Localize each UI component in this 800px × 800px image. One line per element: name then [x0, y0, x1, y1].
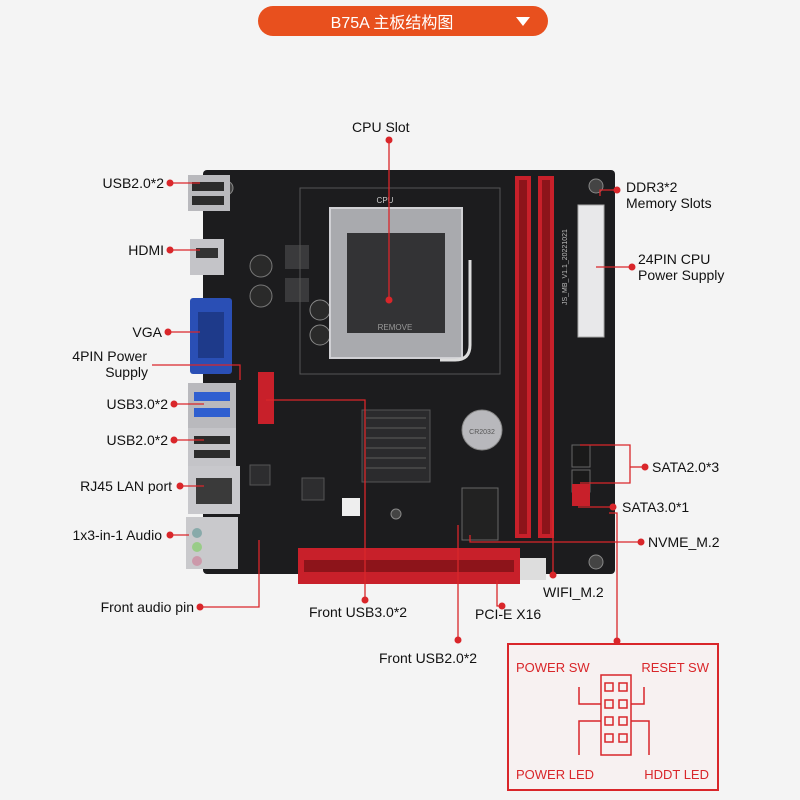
- vrm-choke: [285, 245, 309, 269]
- panel-hddt-led-label: HDDT LED: [644, 767, 709, 782]
- usb30-port: [188, 383, 236, 429]
- label-sata3: SATA3.0*1: [622, 499, 690, 515]
- pin-header-outline: [600, 674, 632, 756]
- label-front-usb30: Front USB3.0*2: [309, 604, 408, 620]
- cpu-socket-cover: [347, 233, 445, 333]
- chip: [249, 464, 271, 486]
- label-sata2: SATA2.0*3: [652, 459, 720, 475]
- label-4pin-line2: Supply: [105, 364, 148, 380]
- label-hdmi: HDMI: [128, 242, 164, 258]
- panel-power-sw-label: POWER SW: [516, 660, 590, 675]
- vrm-choke: [285, 278, 309, 302]
- label-usb20-top: USB2.0*2: [102, 175, 164, 191]
- label-ddr3-line1: DDR3*2: [626, 179, 678, 195]
- title-banner[interactable]: B75A 主板结构图: [258, 6, 548, 36]
- usb20-top-port: [188, 175, 230, 211]
- chevron-down-icon[interactable]: [516, 16, 530, 26]
- callout-dots: [164, 136, 649, 645]
- nvme-m2-slot: [461, 487, 499, 541]
- label-front-usb20: Front USB2.0*2: [379, 650, 478, 666]
- cmos-battery: [461, 409, 503, 451]
- sata2-port: [571, 444, 591, 468]
- atx-24pin-connector: [577, 204, 605, 338]
- label-front-audio: Front audio pin: [100, 599, 194, 615]
- page-title: B75A 主板结构图: [330, 15, 454, 32]
- cpu-area-outline: [299, 187, 501, 375]
- mount-hole: [588, 178, 604, 194]
- label-nvme: NVME_M.2: [648, 534, 720, 550]
- label-24pin-line2: Power Supply: [638, 267, 725, 283]
- front-panel-pinout-box: POWER SW RESET SW POWER LED HDDT LED: [507, 643, 719, 791]
- label-audio: 1x3-in-1 Audio: [72, 527, 162, 543]
- label-rj45: RJ45 LAN port: [80, 478, 172, 494]
- label-usb20-mid: USB2.0*2: [106, 432, 168, 448]
- socket-cpu-text: CPU: [377, 196, 394, 205]
- label-24pin-line1: 24PIN CPU: [638, 251, 711, 267]
- motherboard-pcb: [203, 170, 615, 574]
- sata3-port: [572, 484, 590, 506]
- usb20-mid-port: [188, 428, 236, 466]
- cpu-4pin-connector: [258, 372, 274, 424]
- label-vga: VGA: [132, 324, 162, 340]
- label-ddr3-line2: Memory Slots: [626, 195, 712, 211]
- front-panel-pin-diagram: [578, 674, 650, 756]
- socket-lever: [440, 260, 472, 362]
- battery-text: CR2032: [469, 429, 495, 436]
- panel-reset-sw-label: RESET SW: [641, 660, 709, 675]
- mount-hole: [390, 508, 402, 520]
- pcie-latch: [520, 558, 546, 580]
- label-wifi: WIFI_M.2: [543, 584, 604, 600]
- label-cpu-slot: CPU Slot: [352, 119, 410, 135]
- socket-remove-text: REMOVE: [378, 323, 413, 332]
- chip: [301, 477, 325, 501]
- label-4pin-line1: 4PIN Power: [72, 348, 147, 364]
- label-usb30: USB3.0*2: [106, 396, 168, 412]
- callout-lines: [152, 140, 645, 641]
- mount-hole: [588, 554, 604, 570]
- panel-power-led-label: POWER LED: [516, 767, 595, 782]
- label-pcie: PCI-E X16: [475, 606, 542, 622]
- chipset-heatsink: [361, 409, 431, 483]
- sticker: [342, 498, 360, 516]
- board-model-text: JS_MB_V1.1_20221021: [562, 229, 569, 305]
